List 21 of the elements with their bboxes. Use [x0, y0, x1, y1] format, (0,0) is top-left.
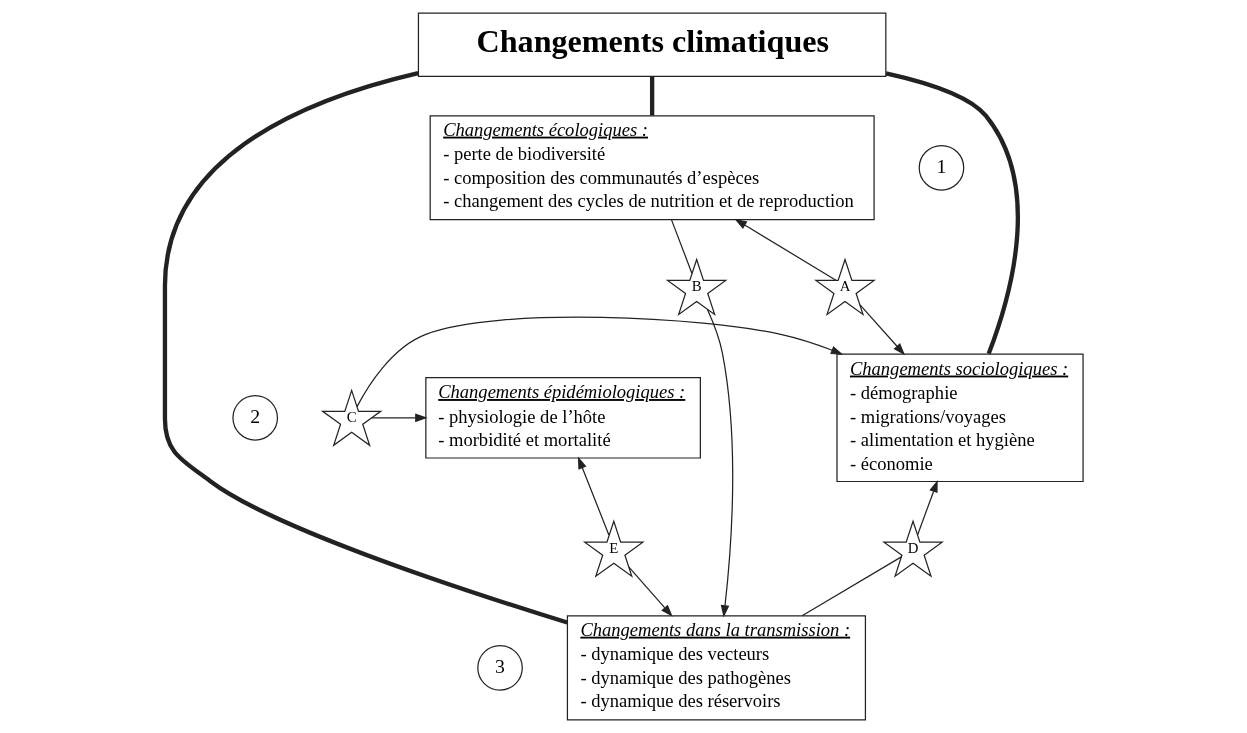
arrow [627, 566, 673, 617]
arrow [916, 480, 938, 536]
node-box: Changements épidémiologiques : - physiologie de l’hôte - morbidité et mortalité [424, 377, 701, 459]
node-circle: 3 [476, 644, 523, 691]
node-box: Changements dans la transmission : - dynamique des vecteurs - dynamique des pathogènes - dynamique des réservoirs [566, 615, 866, 721]
connector [801, 556, 902, 617]
connector [649, 76, 654, 116]
arrow [370, 413, 428, 423]
node-circle: 2 [231, 394, 278, 441]
arrow [355, 316, 843, 408]
arrow [577, 456, 609, 536]
node-circle: 1 [918, 144, 964, 191]
connector [162, 70, 568, 625]
connector [670, 219, 692, 274]
arrow [858, 304, 905, 356]
arrow [734, 218, 836, 281]
node-box: Changements sociologiques : - démographie - migrations/voyages - alimentation et hygiène - économie [835, 353, 1084, 483]
connector [885, 71, 1020, 355]
node-box: Changements climatiques [417, 12, 886, 77]
node-box: Changements écologiques : - perte de biodiversité - composition des communautés d’espèces - changement des cycles de nutrition et de reproduction [429, 115, 875, 221]
arrow [706, 308, 733, 618]
